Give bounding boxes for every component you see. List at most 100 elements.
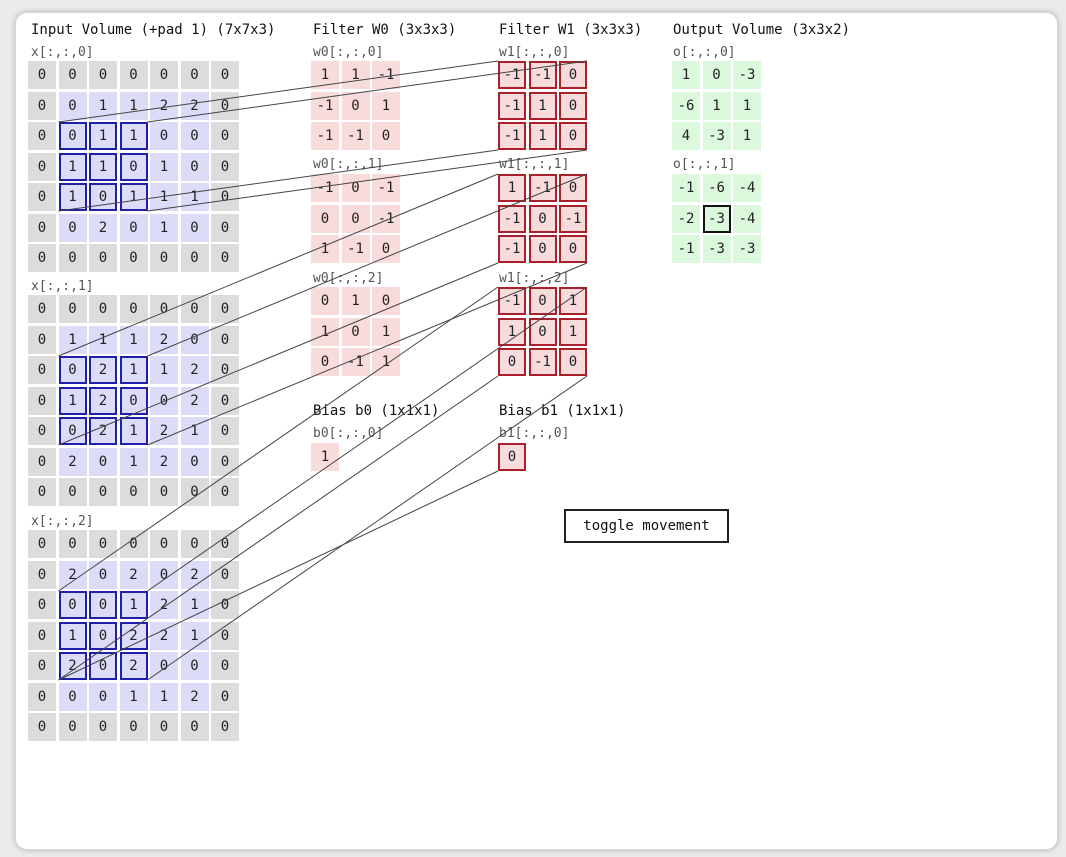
input-cell: 2 [119,652,148,680]
input-cell: 0 [119,295,148,323]
input-cell: 2 [150,91,178,120]
w0-cell: 1 [311,61,339,89]
input-cell: 0 [28,417,56,445]
input-cell: 0 [211,417,239,445]
input-cell: 0 [211,244,239,272]
input-cell: 0 [180,213,209,242]
input-cell: 2 [58,652,87,680]
input-cell: 0 [211,652,239,680]
b0-cell: 1 [311,443,339,471]
input-cell: 0 [58,61,87,89]
input-cell: 1 [89,325,117,354]
input-cell: 0 [150,61,178,89]
input-cell: 0 [211,478,239,506]
input-cell: 1 [180,591,209,619]
w1-cell: 1 [498,317,526,346]
input-cell: 0 [89,560,117,589]
output-slice-0-label: o[:,:,0] [673,45,736,60]
input-cell: 0 [211,325,239,354]
w1-cell: 0 [528,317,557,346]
input-cell: 1 [150,183,178,211]
w1-cell: 0 [528,204,557,233]
input-cell: 0 [211,122,239,150]
input-cell: 0 [180,713,209,741]
input-cell: 2 [150,417,178,445]
w1-cell: 0 [559,348,587,376]
output-cell: 4 [672,122,700,150]
output-cell: 1 [733,122,761,150]
w0-slice-2-label: w0[:,:,2] [313,271,384,286]
w1-cell: 0 [498,348,526,376]
input-cell: 0 [58,530,87,558]
w0-cell: -1 [311,122,339,150]
w1-cell: 1 [498,174,526,202]
input-cell: 0 [58,417,87,445]
toggle-movement-button[interactable]: toggle movement [564,509,729,543]
input-cell: 1 [119,682,148,711]
input-cell: 0 [119,61,148,89]
input-cell: 1 [180,621,209,650]
input-cell: 0 [150,244,178,272]
input-cell: 2 [150,325,178,354]
output-cell: -1 [672,235,700,263]
w0-slice-0-label: w0[:,:,0] [313,45,384,60]
w0-cell: 0 [372,287,400,315]
input-cell: 1 [58,183,87,211]
input-cell: 0 [89,61,117,89]
input-cell: 2 [180,682,209,711]
input-cell: 0 [211,447,239,476]
input-cell: 1 [119,325,148,354]
input-cell: 1 [58,325,87,354]
input-cell: 0 [211,591,239,619]
input-cell: 0 [58,295,87,323]
input-volume-title: Input Volume (+pad 1) (7x7x3) [31,22,276,38]
input-cell: 0 [58,213,87,242]
input-cell: 1 [150,356,178,384]
input-cell: 0 [89,244,117,272]
w0-cell: 1 [372,91,400,120]
input-cell: 0 [58,713,87,741]
w1-cell: -1 [559,204,587,233]
input-cell: 2 [89,356,117,384]
input-cell: 0 [150,560,178,589]
input-cell: 0 [89,295,117,323]
w0-cell: -1 [341,122,370,150]
input-cell: 1 [58,621,87,650]
w1-cell: 0 [528,287,557,315]
input-cell: 1 [89,122,117,150]
input-cell: 0 [211,91,239,120]
w1-cell: -1 [528,174,557,202]
input-cell: 1 [119,356,148,384]
input-cell: 0 [28,183,56,211]
input-cell: 2 [150,591,178,619]
input-cell: 0 [58,244,87,272]
input-cell: 0 [119,530,148,558]
input-cell: 0 [89,682,117,711]
input-cell: 0 [150,530,178,558]
input-cell: 0 [211,682,239,711]
input-cell: 2 [89,417,117,445]
input-cell: 0 [180,295,209,323]
b1-label: b1[:,:,0] [499,426,570,441]
input-cell: 0 [28,91,56,120]
input-cell: 1 [58,386,87,415]
input-cell: 0 [211,356,239,384]
input-cell: 0 [28,386,56,415]
input-cell: 0 [89,713,117,741]
w0-cell: 1 [311,235,339,263]
input-cell: 0 [28,213,56,242]
w1-cell: 0 [559,235,587,263]
w1-cell: -1 [498,91,526,120]
input-cell: 0 [28,478,56,506]
input-cell: 0 [58,122,87,150]
input-cell: 0 [150,652,178,680]
input-cell: 1 [119,447,148,476]
input-cell: 2 [58,560,87,589]
w1-cell: -1 [498,235,526,263]
w1-cell: -1 [528,348,557,376]
input-cell: 1 [119,591,148,619]
input-cell: 2 [150,621,178,650]
input-cell: 0 [89,530,117,558]
input-cell: 0 [180,325,209,354]
w0-cell: 1 [341,287,370,315]
